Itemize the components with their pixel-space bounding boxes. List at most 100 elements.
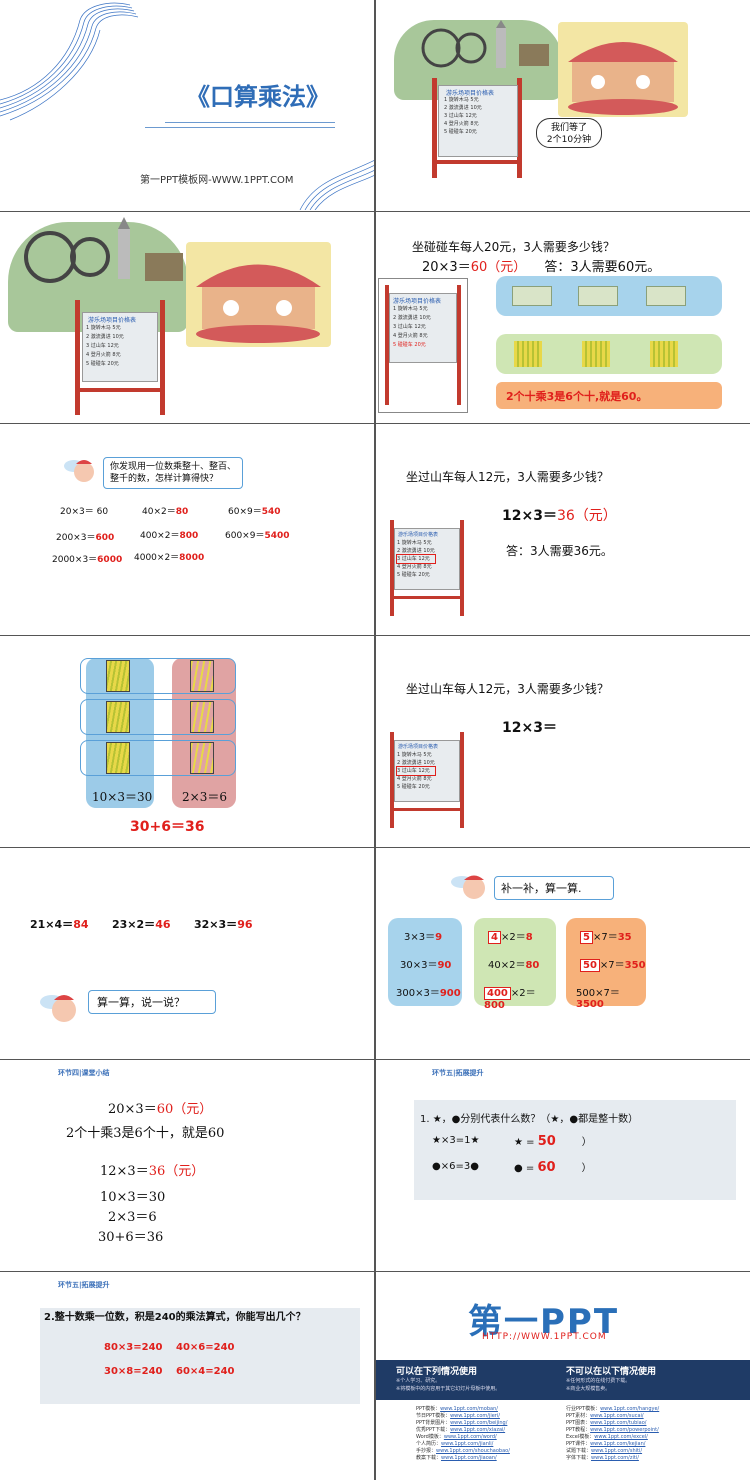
rollercoaster-icon	[24, 217, 183, 283]
price-board: 游乐场项目价格表 1 旋转木马 5元 2 激流勇进 10元 3 过山车 12元 …	[384, 520, 470, 620]
logo-url: HTTP://WWW.1PPT.COM	[482, 1332, 607, 1342]
slide-bumper-cars[interactable]: 坐碰碰车每人20元，3人需要多少钱？ 20×3＝60（元） 答：3人需要60元。…	[376, 212, 750, 422]
board-row-4: 4 登月火箭 8元	[86, 352, 121, 358]
subtitle: 第一PPT模板网-WWW.1PPT.COM	[140, 175, 294, 186]
link[interactable]: www.1ppt.com/jieri/	[450, 1413, 500, 1419]
link[interactable]: www.1ppt.com/powerpoint/	[590, 1427, 659, 1433]
link[interactable]: www.1ppt.com/jiaoan/	[441, 1455, 497, 1461]
link[interactable]: www.1ppt.com/jianli/	[441, 1441, 494, 1447]
carousel-illustration	[558, 22, 688, 117]
equation: 12×3＝36（元）	[502, 508, 617, 524]
link[interactable]: www.1ppt.com/hangye/	[600, 1406, 660, 1412]
grid-divider	[0, 211, 750, 212]
board-row-2: 2 激流勇进 10元	[86, 334, 124, 340]
slide-credits[interactable]: 第一PPT HTTP://WWW.1PPT.COM 可以在下列情况使用 ※个人学…	[376, 1272, 750, 1480]
summary-line: 2个十乘3是6个十，就是60	[66, 1126, 225, 1141]
slide-extension-2[interactable]: 环节五|拓展提升 2.整十数乘一位数，积是240的乘法算式，你能写出几个？ 80…	[0, 1272, 374, 1480]
board-header: 游乐场项目价格表	[88, 317, 137, 324]
question-panel: 1. ★，●分别代表什么数？（★，●都是整十数） ★×3=1★ ★ = 50） …	[414, 1100, 736, 1200]
slide-park-scene[interactable]: 游乐场项目价格表 1 旋转木马 5元 2 激流勇进 10元 3 过山车 12元 …	[376, 0, 750, 210]
board-row-5: 5 碰碰车 20元	[444, 129, 477, 135]
wave-decoration-bottom	[299, 160, 374, 210]
slide-extension-1[interactable]: 环节五|拓展提升 1. ★，●分别代表什么数？（★，●都是整十数） ★×3=1★…	[376, 1060, 750, 1270]
bill-icon	[512, 286, 552, 306]
rollercoaster-icon	[421, 20, 549, 68]
board-header: 游乐场项目价格表	[446, 90, 495, 97]
question-text: 1. ★，●分别代表什么数？（★，●都是整十数）	[420, 1114, 639, 1125]
calc-item: 200×3＝600	[56, 533, 115, 543]
slide-fill-in[interactable]: 补一补，算一算. 3×3＝9 30×3＝90 300×3＝900 4×2＝8 4…	[376, 848, 750, 1058]
slide-rollercoaster[interactable]: 坐过山车每人12元，3人需要多少钱？ 12×3＝36（元） 答：3人需要36元。…	[376, 424, 750, 634]
slide-title[interactable]: 《口算乘法》 第一PPT模板网-WWW.1PPT.COM	[0, 0, 374, 210]
logo: 第一PPT	[468, 1302, 620, 1342]
summary-line: 20×3＝60（元）	[108, 1102, 213, 1117]
calc-item: 60×9＝540	[228, 507, 281, 517]
bill-icon	[578, 286, 618, 306]
sum-equation: 30+6＝36	[130, 819, 205, 835]
links-left: PPT模板：www.1ppt.com/moban/ 节日PPT模板：www.1p…	[416, 1406, 510, 1461]
board-row-5: 5 碰碰车 20元	[86, 361, 119, 367]
row-outline	[80, 658, 236, 694]
hint-bubble: 你发现用一位数乘整十、整百、整千的数，怎样计算得快？	[103, 457, 243, 489]
sticks-icon	[106, 701, 130, 733]
link[interactable]: www.1ppt.com/tubiao/	[590, 1420, 647, 1426]
usage-banner: 可以在下列情况使用 ※个人学习、研究。 ※将模板中的内容用于其它幻灯片母板中使用…	[376, 1360, 750, 1400]
slide-practice[interactable]: 21×4＝84 23×2＝46 32×3＝96 算一算，说一说？	[0, 848, 374, 1058]
summary-line: 10×3＝30	[100, 1190, 166, 1205]
sticks-icon	[190, 742, 214, 774]
link[interactable]: www.1ppt.com/beijing/	[450, 1420, 508, 1426]
calc-item: 20×3＝ 60	[60, 507, 109, 517]
calc-item: 21×4＝84	[30, 918, 89, 931]
grid-divider	[0, 1059, 750, 1060]
note-box: 2个十乘3是6个十,就是60。	[496, 382, 722, 409]
wave-decoration	[0, 2, 139, 121]
link[interactable]: www.1ppt.com/shouchaobao/	[436, 1448, 510, 1454]
summary-line: 12×3＝36（元）	[100, 1164, 205, 1179]
price-board: 游乐场项目价格表 1 旋转木马 5元 2 激流勇进 10元 3 过山车 12元 …	[424, 78, 532, 178]
ones-equation: 2×3＝6	[182, 790, 227, 804]
sticks-row	[496, 334, 722, 374]
equation: 20×3＝60（元） 答：3人需要60元。	[422, 260, 661, 275]
slide-discover[interactable]: 你发现用一位数乘整十、整百、整千的数，怎样计算得快？ 20×3＝ 60 40×2…	[0, 424, 374, 634]
angel-icon	[60, 452, 100, 488]
grid-divider	[374, 0, 376, 1480]
section-tag: 环节四|课堂小结	[58, 1069, 110, 1077]
column-blue: 3×3＝9 30×3＝90 300×3＝900	[388, 918, 462, 1006]
grid-divider	[0, 635, 750, 636]
slide-summary[interactable]: 环节四|课堂小结 20×3＝60（元） 2个十乘3是6个十，就是60 12×3＝…	[0, 1060, 374, 1270]
money-row	[496, 276, 722, 316]
row-outline	[80, 740, 236, 776]
board-row-2: 2 激流勇进 10元	[444, 105, 482, 111]
board-row-3: 3 过山车 12元	[86, 343, 119, 349]
question-panel: 2.整十数乘一位数，积是240的乘法算式，你能写出几个？ 80×3=240 40…	[40, 1308, 360, 1404]
price-board: 游乐场项目价格表 1 旋转木马 5元 2 激流勇进 10元 3 过山车 12元 …	[384, 732, 470, 832]
link[interactable]: www.1ppt.com/shiti/	[591, 1448, 643, 1454]
angel-icon	[36, 986, 84, 1026]
slide-rollercoaster-question[interactable]: 坐过山车每人12元，3人需要多少钱？ 12×3＝ 游乐场项目价格表 1 旋转木马…	[376, 636, 750, 846]
price-board: 游乐场项目价格表 1 旋转木马 5元 2 激流勇进 10元 3 过山车 12元 …	[70, 300, 170, 415]
answer-box: 4	[488, 931, 501, 944]
divider	[145, 127, 335, 128]
question-text: 坐过山车每人12元，3人需要多少钱？	[406, 682, 609, 696]
link[interactable]: www.1ppt.com/kejian/	[590, 1441, 646, 1447]
summary-line: 2×3＝6	[108, 1210, 157, 1225]
calc-item: 400×2＝800	[140, 531, 199, 541]
grid-divider	[0, 1271, 750, 1272]
link[interactable]: www.1ppt.com/ziti/	[591, 1455, 639, 1461]
link[interactable]: www.1ppt.com/word/	[443, 1434, 497, 1440]
summary-line: 30+6＝36	[98, 1230, 164, 1245]
link[interactable]: www.1ppt.com/sucai/	[590, 1413, 644, 1419]
link[interactable]: www.1ppt.com/moban/	[440, 1406, 498, 1412]
answer-box: 400	[484, 987, 511, 1000]
link[interactable]: www.1ppt.com/xiazai/	[450, 1427, 506, 1433]
slide-park-scene-large[interactable]: 游乐场项目价格表 1 旋转木马 5元 2 激流勇进 10元 3 过山车 12元 …	[0, 212, 374, 422]
column-orange: 5×7＝35 50×7＝350 500×7＝3500	[566, 918, 646, 1010]
answer-box: 5	[580, 931, 593, 944]
answer-text: 答：3人需要36元。	[506, 544, 613, 558]
slide-split-sticks[interactable]: 10×3＝30 2×3＝6 30+6＝36	[0, 636, 374, 846]
calc-item: 32×3＝96	[194, 918, 253, 931]
sticks-icon	[514, 341, 542, 367]
link[interactable]: www.1ppt.com/excel/	[594, 1434, 648, 1440]
